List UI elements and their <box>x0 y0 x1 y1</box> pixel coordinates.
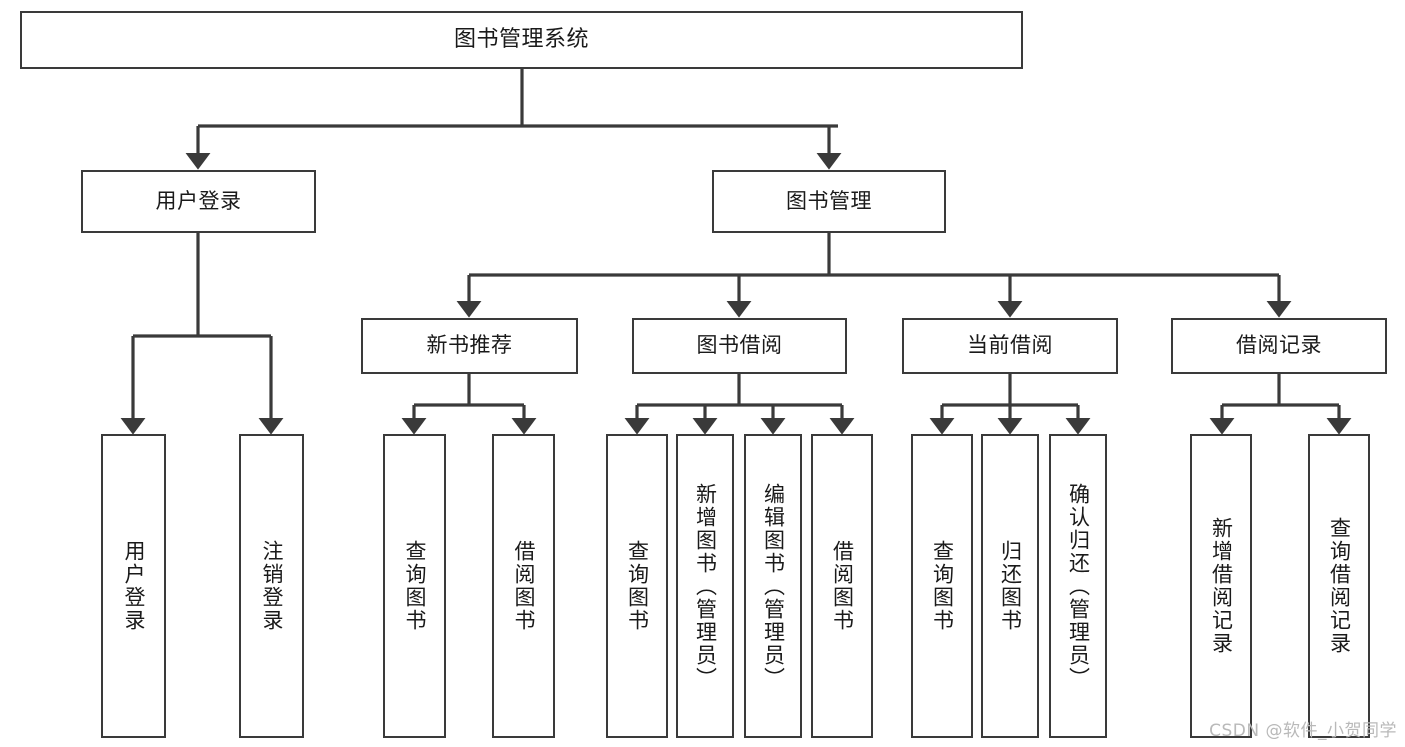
node-root-book-management-system[interactable]: 图书管理系统 <box>20 11 1023 69</box>
node-label: 图书管理系统 <box>453 26 589 52</box>
node-new-book-recommend[interactable]: 新书推荐 <box>361 318 578 374</box>
node-user-login[interactable]: 用户登录 <box>81 170 316 233</box>
node-label: 借阅记录 <box>1236 333 1322 358</box>
leaf-confirm-return-admin[interactable]: 确认归还（管理员） <box>1049 434 1107 738</box>
node-book-management[interactable]: 图书管理 <box>712 170 946 233</box>
node-label: 归还图书 <box>998 540 1023 632</box>
node-label: 注销登录 <box>259 540 284 632</box>
leaf-query-borrow-record[interactable]: 查询借阅记录 <box>1308 434 1370 738</box>
node-book-borrow[interactable]: 图书借阅 <box>632 318 847 374</box>
node-label: 用户登录 <box>121 540 146 632</box>
node-label: 借阅图书 <box>511 540 536 632</box>
leaf-query-book-recommend[interactable]: 查询图书 <box>383 434 446 738</box>
node-label: 确认归还（管理员） <box>1066 482 1091 690</box>
node-label: 查询图书 <box>625 540 650 632</box>
node-label: 查询图书 <box>930 540 955 632</box>
node-label: 图书借阅 <box>696 333 783 358</box>
leaf-user-logout[interactable]: 注销登录 <box>239 434 304 738</box>
leaf-query-book-current[interactable]: 查询图书 <box>911 434 973 738</box>
node-label: 查询图书 <box>402 540 427 632</box>
leaf-query-book-borrow[interactable]: 查询图书 <box>606 434 668 738</box>
leaf-user-login[interactable]: 用户登录 <box>101 434 166 738</box>
node-label: 图书管理 <box>786 188 872 213</box>
node-label: 借阅图书 <box>830 540 855 632</box>
leaf-add-borrow-record[interactable]: 新增借阅记录 <box>1190 434 1252 738</box>
node-label: 新增借阅记录 <box>1209 517 1234 655</box>
leaf-return-book[interactable]: 归还图书 <box>981 434 1039 738</box>
node-label: 查询借阅记录 <box>1327 517 1352 655</box>
node-borrow-record[interactable]: 借阅记录 <box>1171 318 1387 374</box>
node-label: 新增图书（管理员） <box>693 482 718 690</box>
leaf-add-book-admin[interactable]: 新增图书（管理员） <box>676 434 734 738</box>
leaf-borrow-book-recommend[interactable]: 借阅图书 <box>492 434 555 738</box>
node-label: 新书推荐 <box>426 333 513 358</box>
node-current-borrow[interactable]: 当前借阅 <box>902 318 1118 374</box>
leaf-edit-book-admin[interactable]: 编辑图书（管理员） <box>744 434 802 738</box>
node-label: 用户登录 <box>155 188 242 213</box>
csdn-watermark: CSDN @软件_小贺同学 <box>1209 721 1397 741</box>
node-label: 编辑图书（管理员） <box>761 482 786 690</box>
leaf-borrow-book[interactable]: 借阅图书 <box>811 434 873 738</box>
node-label: 当前借阅 <box>967 333 1053 358</box>
